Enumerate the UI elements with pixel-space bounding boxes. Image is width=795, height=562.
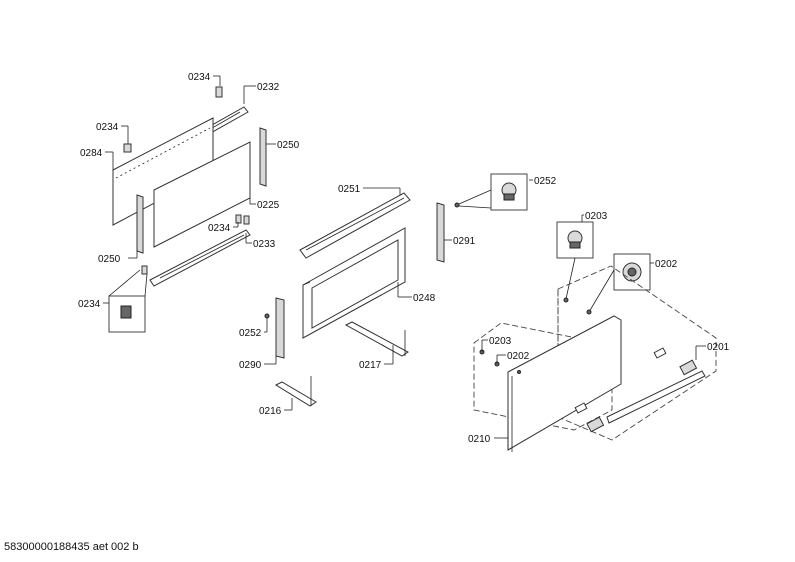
label-0202: 0202 — [507, 351, 530, 362]
label-0252: 0252 — [239, 328, 262, 339]
label-0290: 0290 — [239, 360, 262, 371]
label-0232: 0232 — [257, 82, 280, 93]
control-panel-assembly — [454, 173, 717, 452]
bracket-left — [274, 381, 317, 407]
panel-dashed-lower — [473, 322, 613, 431]
label-0217: 0217 — [359, 360, 382, 371]
label-0225: 0225 — [257, 200, 280, 211]
door-side-profile-left — [136, 194, 144, 254]
label-0201: 0201 — [707, 342, 730, 353]
clip-part — [120, 305, 132, 319]
label-0234: 0234 — [208, 223, 231, 234]
side-rail-right — [436, 202, 445, 263]
label-0251: 0251 — [338, 184, 361, 195]
clip-part — [141, 265, 148, 275]
label-0203: 0203 — [489, 336, 512, 347]
label-0216: 0216 — [259, 406, 282, 417]
label-0234: 0234 — [78, 299, 101, 310]
label-0284: 0284 — [80, 148, 103, 159]
side-rail-left — [275, 297, 285, 359]
label-0250: 0250 — [98, 254, 121, 265]
door-assembly — [108, 86, 267, 333]
clip-callout-box — [108, 295, 146, 333]
clip-part — [123, 143, 132, 153]
clip-part — [235, 214, 242, 224]
label-0248: 0248 — [413, 293, 436, 304]
label-0203: 0203 — [585, 211, 608, 222]
screw-part — [264, 313, 270, 319]
oven-frame-assembly — [264, 192, 445, 407]
front-panel — [507, 315, 622, 451]
bracket-right — [344, 321, 409, 357]
door-bottom-strip — [149, 229, 251, 287]
screw-part — [454, 202, 460, 208]
label-0291: 0291 — [453, 236, 476, 247]
clip-part — [243, 215, 250, 225]
panel-strip — [606, 370, 706, 424]
label-0234: 0234 — [188, 72, 211, 83]
label-0210: 0210 — [468, 434, 491, 445]
clip-part — [215, 86, 223, 98]
label-0250: 0250 — [277, 140, 300, 151]
door-side-profile — [259, 127, 267, 187]
label-0252: 0252 — [534, 176, 557, 187]
leader-lines — [103, 75, 706, 450]
label-0234: 0234 — [96, 122, 119, 133]
document-id: 58300000188435 aet 002 b — [4, 541, 139, 553]
part-labels: 0234 0232 0234 0284 0250 0225 0234 0233 … — [78, 72, 730, 445]
label-0233: 0233 — [253, 239, 276, 250]
label-0202: 0202 — [655, 259, 678, 270]
